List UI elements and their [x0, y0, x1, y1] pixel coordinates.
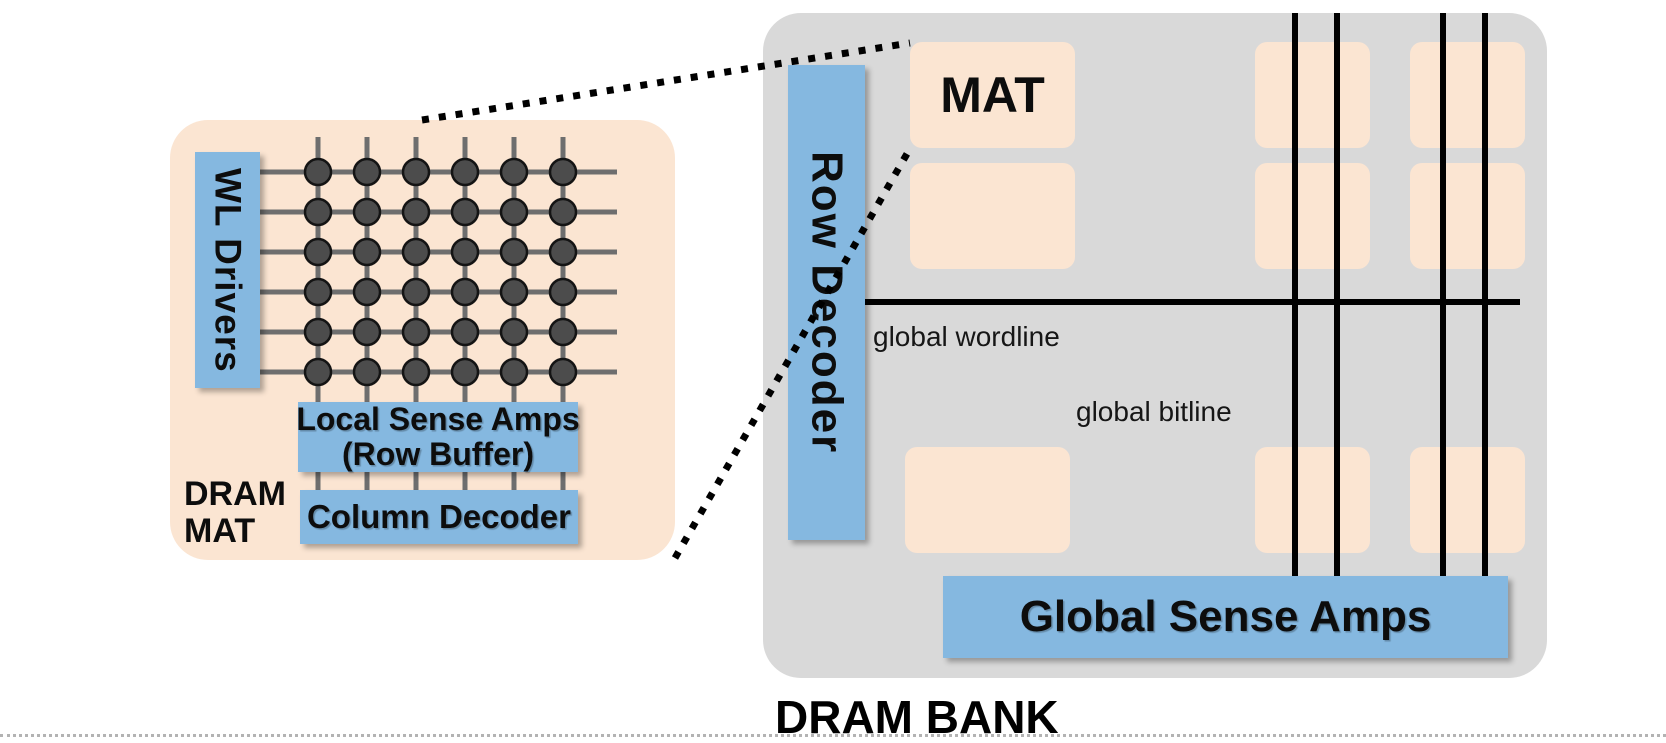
dram-bank-panel: Row Decoder MAT global wordline global b… — [763, 13, 1547, 678]
mat-block-label: MAT — [940, 67, 1045, 123]
mat-block-labeled: MAT — [910, 42, 1075, 148]
local-sense-amps-label-line2: (Row Buffer) — [342, 436, 534, 472]
column-decoder-label: Column Decoder — [306, 498, 572, 535]
dram-mat-caption-line2: MAT — [184, 512, 256, 550]
wl-drivers-label: WL Drivers — [207, 167, 249, 373]
global-wordline — [865, 299, 1520, 305]
mat-block — [1410, 447, 1525, 553]
global-wordline-label: global wordline — [873, 321, 1060, 352]
mat-block — [1255, 163, 1370, 269]
dram-mat-panel: WL Drivers Local Sense Amps (Row Buffer)… — [170, 120, 675, 560]
mat-block — [1410, 163, 1525, 269]
mat-block — [1255, 447, 1370, 553]
global-bitline — [1292, 13, 1298, 576]
mat-block — [910, 163, 1075, 269]
global-sense-amps-bar: Global Sense Amps — [943, 576, 1508, 658]
local-sense-amps-bar: Local Sense Amps (Row Buffer) — [296, 401, 580, 472]
column-decoder-bar: Column Decoder — [300, 490, 578, 544]
global-sense-amps-label: Global Sense Amps — [1019, 592, 1432, 641]
dram-mat-caption-line1: DRAM — [184, 475, 286, 513]
wl-drivers-bar: WL Drivers — [195, 152, 260, 388]
mat-block — [1255, 42, 1370, 148]
local-sense-amps-label-line1: Local Sense Amps — [296, 401, 580, 437]
cell-array-grid — [260, 137, 617, 492]
global-bitline — [1440, 13, 1446, 576]
global-bitline-label: global bitline — [1076, 396, 1232, 427]
mat-block — [905, 447, 1070, 553]
row-decoder-bar: Row Decoder — [788, 65, 865, 540]
dram-mat-caption: DRAM MAT — [184, 476, 286, 550]
mat-block — [1410, 42, 1525, 148]
global-bitline — [1482, 13, 1488, 576]
slide-bottom-separator — [0, 734, 1666, 737]
row-decoder-label: Row Decoder — [802, 150, 852, 455]
global-bitline — [1334, 13, 1340, 576]
